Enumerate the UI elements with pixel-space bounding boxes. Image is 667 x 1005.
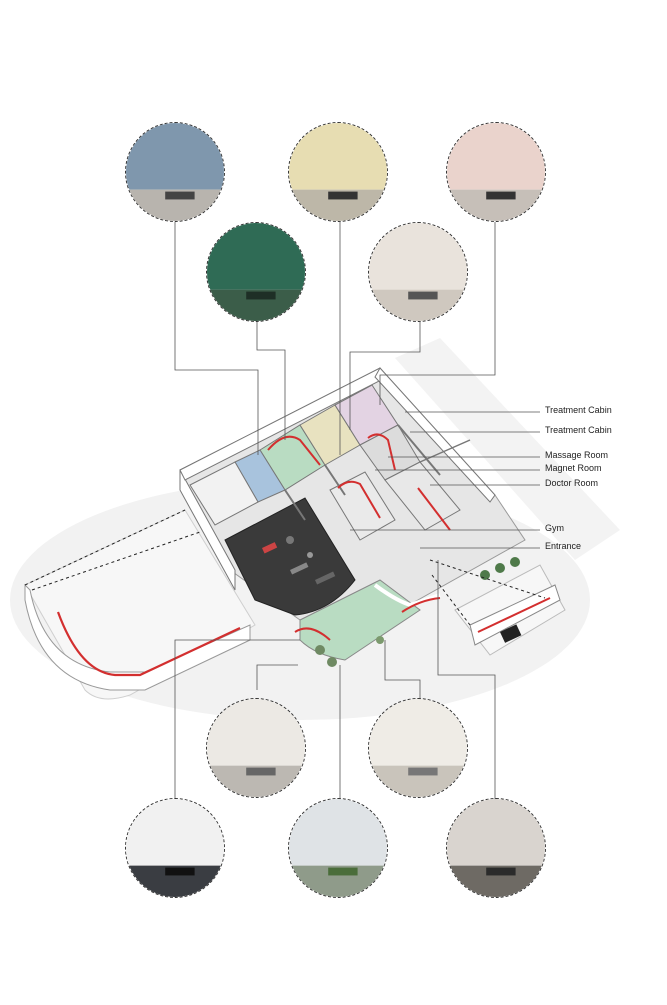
photo-corridor-straight: [368, 698, 468, 798]
right-wing: [429, 559, 566, 656]
accent-massage: [267, 435, 321, 466]
label-leaders: [350, 411, 540, 549]
left-wing: [24, 509, 256, 700]
entrance-sign: [500, 624, 522, 643]
photo-corridor-curved: [206, 698, 306, 798]
label-massage-room: Massage Room: [545, 450, 609, 460]
label-magnet-room: Magnet Room: [545, 463, 602, 473]
label-doctor-room: Doctor Room: [545, 478, 599, 488]
photo-magnet-room: [368, 222, 468, 322]
label-gym: Gym: [545, 523, 564, 533]
left-wing-wall: [24, 583, 251, 691]
label-treatment-cabin-2: Treatment Cabin: [545, 425, 612, 435]
leader-lines: [174, 222, 496, 800]
photo-massage-green: [206, 222, 306, 322]
room-office: [189, 461, 259, 526]
building-wall-left: [179, 469, 236, 591]
accent-treatment: [337, 480, 381, 519]
gym-equipment-d: [286, 536, 294, 544]
label-entrance: Entrance: [545, 541, 582, 551]
garden-tree-3: [376, 636, 384, 644]
label-treatment-cabin-1: Treatment Cabin: [545, 405, 612, 415]
photo-treatment-yellow: [288, 122, 388, 222]
photo-entrance: [446, 798, 546, 898]
accent-magnet: [367, 433, 396, 471]
gym-equipment-a: [262, 542, 278, 554]
room-treatment-small: [329, 471, 396, 541]
accent-doctor: [417, 487, 451, 531]
accent-garden: [294, 627, 331, 641]
gym-equipment-e: [307, 552, 313, 558]
garden-tree-1: [315, 645, 325, 655]
room-doctor: [384, 461, 461, 531]
entrance-tree-3: [510, 557, 520, 567]
entrance-tree-1: [480, 570, 490, 580]
gym-equipment-c: [315, 571, 336, 585]
gym-equipment-b: [290, 562, 309, 575]
photo-treatment-pink: [446, 122, 546, 222]
photo-treatment-blue: [125, 122, 225, 222]
photo-garden: [288, 798, 388, 898]
entrance-tree-2: [495, 563, 505, 573]
building-wall-right: [374, 367, 496, 503]
gym-floor: [224, 497, 356, 616]
garden-path: [373, 583, 441, 608]
accent-garden-right: [401, 597, 441, 613]
main-building: [179, 367, 526, 667]
garden-tree-2: [327, 657, 337, 667]
accent-strip-left: [56, 611, 241, 677]
roof-plane: [395, 338, 620, 560]
photo-gym: [125, 798, 225, 898]
